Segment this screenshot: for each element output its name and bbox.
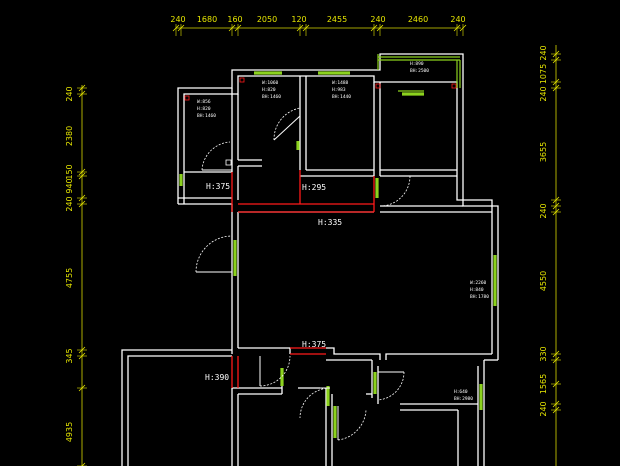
dimension-tick xyxy=(552,400,560,408)
window-spec-bed-left: W:856 H:820 BH:1460 xyxy=(197,99,216,119)
right-dim-1: 240 xyxy=(539,45,548,60)
svg-text:H:820: H:820 xyxy=(262,87,276,93)
svg-text:BH:1440: BH:1440 xyxy=(332,94,351,100)
beam-lines xyxy=(231,170,375,388)
column-marks xyxy=(184,77,457,166)
dimension-tick xyxy=(302,24,310,32)
dimension-tick xyxy=(78,384,86,392)
dimension-tick xyxy=(459,24,467,32)
dimension-tick xyxy=(552,78,560,86)
dimension-tick xyxy=(228,24,236,32)
height-label-2: H:295 xyxy=(302,183,326,192)
top-dim-8: 2460 xyxy=(408,15,428,24)
top-dim-5: 120 xyxy=(291,15,306,24)
right-dim-2: 1075 xyxy=(539,64,548,84)
dimension-tick xyxy=(78,346,86,354)
left-dim-1: 240 xyxy=(65,86,74,101)
window-spec-balcony: H:890 BH:2500 xyxy=(410,61,429,74)
dimension-tick xyxy=(177,24,185,32)
svg-text:W:856: W:856 xyxy=(197,99,211,105)
dimension-tick xyxy=(172,24,180,32)
right-dim-7: 330 xyxy=(539,346,548,361)
doors xyxy=(195,107,411,441)
left-dim-5: 240 xyxy=(65,196,74,211)
dimension-tick xyxy=(234,24,242,32)
right-dim-8: 1565 xyxy=(539,374,548,394)
svg-text:BH:2500: BH:2500 xyxy=(410,68,429,74)
walls xyxy=(121,53,499,466)
top-dim-2: 1680 xyxy=(197,15,217,24)
left-dim-7: 345 xyxy=(65,348,74,363)
top-dim-9: 240 xyxy=(450,15,465,24)
top-dim-1: 240 xyxy=(170,15,185,24)
dimension-tick xyxy=(552,196,560,204)
svg-text:H:840: H:840 xyxy=(470,287,484,293)
svg-text:H:890: H:890 xyxy=(410,61,424,67)
svg-text:W:1488: W:1488 xyxy=(332,80,349,86)
dimension-tick xyxy=(376,24,384,32)
left-dim-2: 2380 xyxy=(65,126,74,146)
window-spec-bath: W:1060 H:820 BH:1460 xyxy=(262,80,281,100)
right-dim-3: 240 xyxy=(539,86,548,101)
dimension-tick xyxy=(552,356,560,364)
left-dim-4: 940 xyxy=(65,178,74,193)
top-dim-3: 160 xyxy=(227,15,242,24)
dimension-tick xyxy=(552,380,560,388)
top-dim-7: 240 xyxy=(370,15,385,24)
svg-text:BH:1460: BH:1460 xyxy=(262,94,281,100)
dimension-tick xyxy=(78,84,86,92)
right-dim-9: 240 xyxy=(539,401,548,416)
svg-text:H:640: H:640 xyxy=(454,389,468,395)
dimension-tick xyxy=(370,24,378,32)
right-dim-4: 3655 xyxy=(539,142,548,162)
svg-text:W:1060: W:1060 xyxy=(262,80,279,86)
top-dimension-chain: 240 1680 160 2050 120 2455 240 2460 240 xyxy=(170,15,467,36)
dimension-tick xyxy=(78,352,86,360)
svg-text:H:983: H:983 xyxy=(332,87,346,93)
window-spec-living: W:2260 H:840 BH:1780 xyxy=(470,280,489,300)
dimension-tick xyxy=(78,194,86,202)
windows xyxy=(179,54,497,438)
dimension-tick xyxy=(552,350,560,358)
dimension-tick xyxy=(552,406,560,414)
dimension-tick xyxy=(552,84,560,92)
right-dim-6: 4550 xyxy=(539,271,548,291)
height-label-1: H:375 xyxy=(206,182,230,191)
dimension-tick xyxy=(296,24,304,32)
svg-text:BH:1780: BH:1780 xyxy=(470,294,489,300)
dimension-tick xyxy=(81,462,86,466)
dimension-tick xyxy=(453,24,461,32)
svg-text:BH:2980: BH:2980 xyxy=(454,396,473,402)
dimension-tick xyxy=(552,56,560,64)
height-label-3: H:335 xyxy=(318,218,342,227)
window-spec-kitchen: H:640 BH:2980 xyxy=(454,389,473,402)
top-dim-6: 2455 xyxy=(327,15,347,24)
dimension-tick xyxy=(78,168,86,176)
left-dim-6: 4755 xyxy=(65,268,74,288)
svg-text:W:2260: W:2260 xyxy=(470,280,487,286)
dimension-tick xyxy=(552,50,560,58)
dimension-tick xyxy=(78,200,86,208)
top-dim-4: 2050 xyxy=(257,15,277,24)
dimension-tick xyxy=(552,202,560,210)
right-dim-5: 240 xyxy=(539,203,548,218)
left-dim-3: 150 xyxy=(65,164,74,179)
dimension-tick xyxy=(552,208,560,216)
left-dim-8: 4935 xyxy=(65,422,74,442)
right-dimension-chain: 240 1075 240 3655 240 4550 330 1565 240 xyxy=(539,45,561,466)
dimension-tick xyxy=(78,172,86,180)
height-label-4: H:375 xyxy=(302,340,326,349)
left-dimension-chain: 240 2380 150 940 240 4755 345 4935 xyxy=(65,84,87,466)
height-label-5: H:390 xyxy=(205,373,229,382)
window-spec-bed-mid: W:1488 H:983 BH:1440 xyxy=(332,80,351,100)
svg-text:H:820: H:820 xyxy=(197,106,211,112)
svg-text:BH:1460: BH:1460 xyxy=(197,113,216,119)
dimension-tick xyxy=(78,90,86,98)
